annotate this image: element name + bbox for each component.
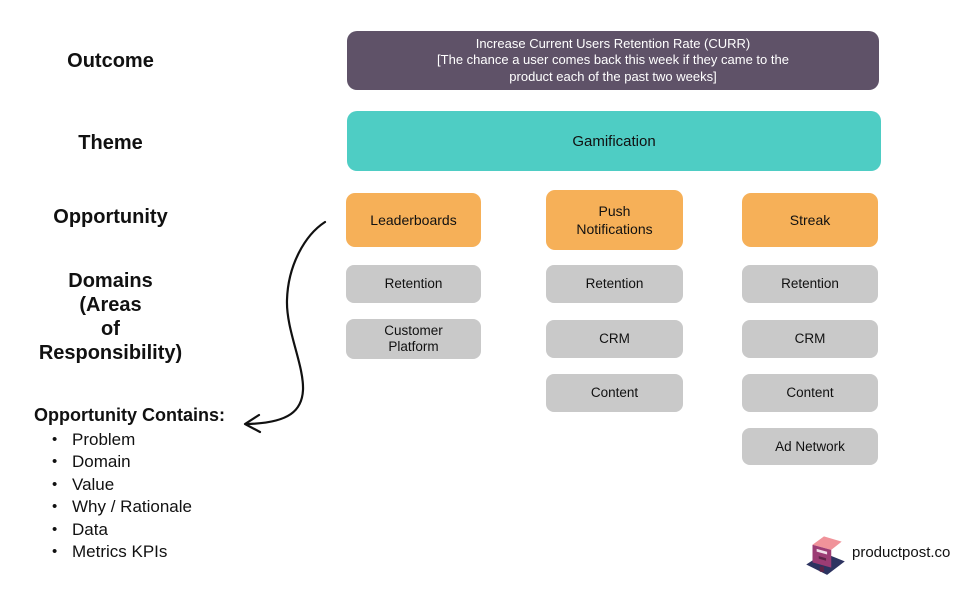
domain-box-push-crm: CRM <box>546 320 683 358</box>
domain-box-push-content: Content <box>546 374 683 412</box>
legend-item: Metrics KPIs <box>50 541 192 564</box>
domain-box-leaderboards-retention: Retention <box>346 265 481 303</box>
mailbox-icon <box>806 536 845 575</box>
domain-box-streak-ad-network: Ad Network <box>742 428 878 465</box>
domains-label-line: of <box>101 318 120 340</box>
brand-name: productpost.co <box>852 543 951 561</box>
opportunity-contains-heading: Opportunity Contains: <box>34 405 225 425</box>
domains-label-line: Responsibility) <box>38 342 183 364</box>
outcome-line: product each of the past two weeks] <box>509 68 717 84</box>
row-label-outcome: Outcome <box>67 50 154 72</box>
row-label-opportunity: Opportunity <box>53 206 168 228</box>
opportunity-box-leaderboards: Leaderboards <box>346 193 481 247</box>
opportunity-box-streak: Streak <box>742 193 878 247</box>
domain-box-leaderboards-customer-platform: Customer Platform <box>346 319 481 359</box>
legend-item: Problem <box>50 429 192 452</box>
opportunity-contains-list: Problem Domain Value Why / Rationale Dat… <box>50 429 192 564</box>
row-label-theme: Theme <box>78 132 143 154</box>
legend-item: Why / Rationale <box>50 496 192 519</box>
domains-label-line: Domains <box>68 270 153 292</box>
outcome-box: Increase Current Users Retention Rate (C… <box>347 31 879 90</box>
domains-label-line: (Areas <box>79 294 142 316</box>
domain-box-streak-crm: CRM <box>742 320 878 358</box>
outcome-box-text: Increase Current Users Retention Rate (C… <box>437 36 789 86</box>
legend-item: Data <box>50 519 192 542</box>
domain-box-streak-content: Content <box>742 374 878 412</box>
domain-box-streak-retention: Retention <box>742 265 878 303</box>
opportunity-box-push-notifications: Push Notifications <box>546 190 683 250</box>
legend-item: Value <box>50 474 192 497</box>
outcome-line: Increase Current Users Retention Rate (C… <box>475 35 751 51</box>
theme-box: Gamification <box>347 111 881 171</box>
row-label-domains: Domains (Areas of Responsibility) <box>18 269 203 365</box>
legend-item: Domain <box>50 451 192 474</box>
productpost-logo: productpost.co <box>800 527 950 577</box>
outcome-line: [The chance a user comes back this week … <box>437 52 789 68</box>
opportunity-contains-arrow <box>243 220 327 434</box>
domain-box-push-retention: Retention <box>546 265 683 303</box>
